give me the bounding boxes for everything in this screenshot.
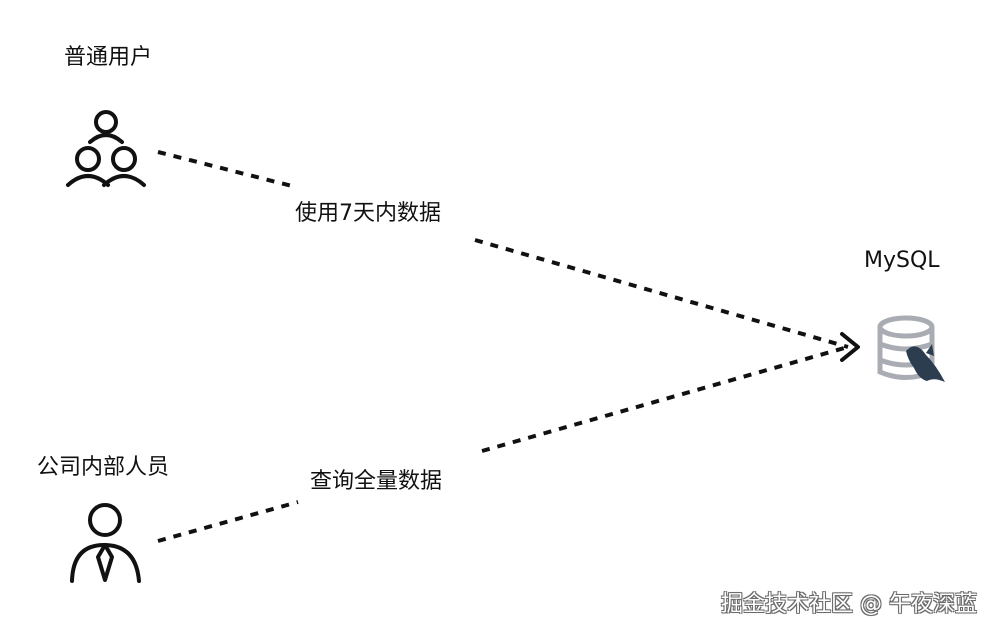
group-users-icon bbox=[66, 110, 146, 187]
internal-staff-label: 公司内部人员 bbox=[37, 455, 170, 480]
dashed-line-regular-1 bbox=[157, 150, 293, 188]
edge-label-full-query: 查询全量数据 bbox=[306, 469, 447, 495]
mysql-database-icon bbox=[877, 315, 945, 382]
watermark-text: 掘金技术社区 @ 午夜深蓝 bbox=[721, 592, 977, 617]
regular-user-label: 普通用户 bbox=[64, 45, 153, 70]
employee-tie-icon bbox=[70, 503, 141, 583]
arrowhead-to-mysql bbox=[840, 332, 860, 362]
dashed-line-internal-1 bbox=[157, 500, 299, 543]
dashed-line-internal-2 bbox=[481, 345, 849, 453]
connector-lines bbox=[157, 150, 849, 543]
dolphin-icon bbox=[906, 346, 945, 382]
mysql-label: MySQL bbox=[864, 248, 940, 273]
dashed-line-regular-2 bbox=[474, 238, 849, 349]
edge-label-7-days: 使用7天内数据 bbox=[291, 201, 445, 227]
